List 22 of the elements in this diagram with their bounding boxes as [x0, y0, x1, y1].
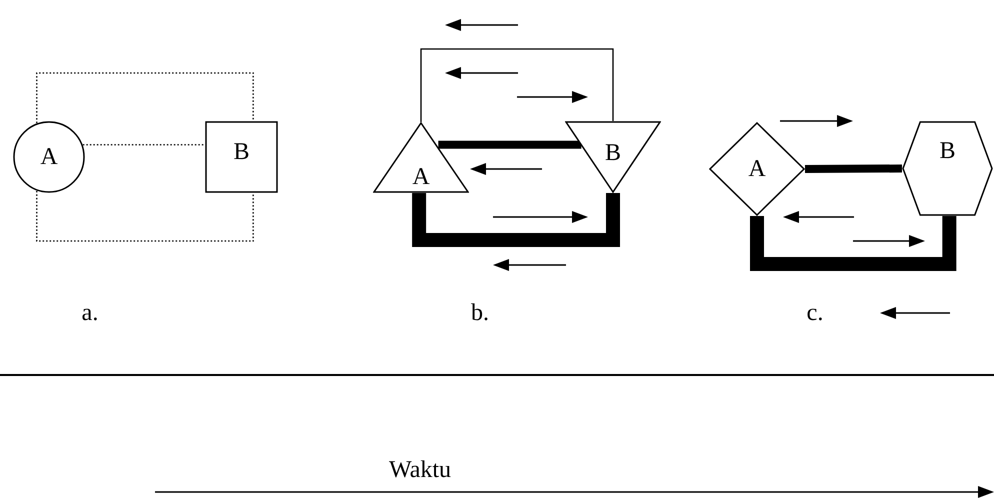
inverted-triangle-node	[565, 121, 661, 193]
panel-label: b.	[471, 301, 489, 325]
dotted-connector	[82, 144, 205, 146]
node-label: B	[605, 141, 621, 166]
thick-connector	[438, 140, 582, 149]
circle-node	[13, 121, 85, 193]
panel-label: a.	[82, 301, 98, 325]
node-label: B	[234, 140, 250, 164]
dotted-connector	[36, 72, 254, 124]
axis-label: Waktu	[388, 458, 452, 482]
node-label: A	[412, 164, 430, 189]
connector	[420, 48, 614, 122]
node-label: A	[40, 145, 58, 169]
hexagon-node	[902, 121, 993, 216]
diamond-node	[709, 122, 805, 216]
node-label: B	[940, 139, 956, 164]
thick-connector	[804, 164, 902, 173]
node-label: A	[748, 157, 766, 181]
dotted-connector	[36, 190, 254, 242]
square-node	[205, 121, 278, 193]
panel-label: c.	[806, 301, 824, 325]
triangle-node	[373, 122, 469, 193]
